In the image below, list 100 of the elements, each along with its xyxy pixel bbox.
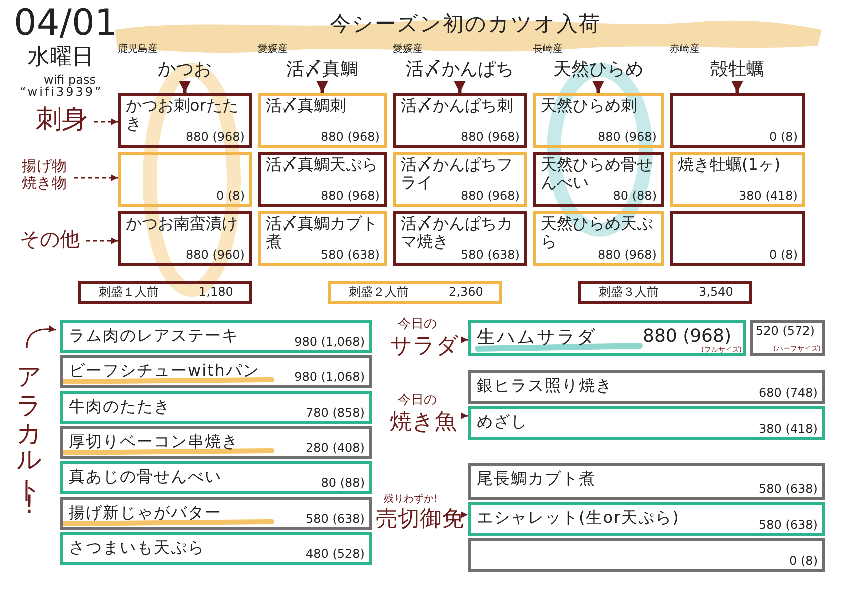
- price: 780 (858): [306, 406, 365, 420]
- menu-cell: [670, 93, 805, 148]
- menu-item-box: [468, 320, 746, 356]
- row-label: 揚げ物焼き物: [22, 158, 70, 192]
- dish-name: かつお刺orたたき: [126, 97, 238, 132]
- origin-label: 愛媛産: [258, 44, 288, 55]
- dish-name: さつまいも天ぷら: [69, 539, 205, 557]
- menu-cell: [670, 152, 805, 207]
- menu-cell: [258, 152, 387, 207]
- arrow: [454, 81, 466, 93]
- platter-name: 刺盛２人前: [349, 286, 409, 300]
- tag-text: 今日の: [398, 394, 437, 408]
- price: 520 (572): [756, 325, 815, 338]
- origin-label: 長崎産: [533, 44, 563, 55]
- price: 880 (968): [461, 130, 520, 144]
- menu-cell: [393, 93, 527, 148]
- menu-item-box: [60, 532, 372, 565]
- fish-name: かつお: [158, 60, 212, 80]
- title: 今シーズン初のカツオ入荷: [330, 11, 601, 38]
- price: 280 (408): [306, 442, 365, 455]
- price: 380 (418): [759, 422, 818, 436]
- dish-name: ビーフシチューwithパン: [69, 362, 260, 380]
- wifi-label: wifi pass: [44, 74, 96, 87]
- menu-cell: [393, 152, 527, 207]
- fish-name: 活〆真鯛: [286, 60, 358, 80]
- origin-label: 鹿児島産: [118, 44, 158, 55]
- fish-name: 殻牡蠣: [710, 60, 764, 80]
- dish-name: 活〆かんぱち刺: [401, 97, 514, 115]
- row-label: 刺身: [36, 106, 90, 136]
- origin-label: 愛媛産: [393, 44, 423, 55]
- arrow: [732, 81, 744, 93]
- menu-item-box: [60, 355, 372, 388]
- dish-name: 銀ヒラス照り焼き: [477, 377, 613, 395]
- dish-name: 真あじの骨せんべい: [69, 468, 222, 486]
- dish-name: めざし: [477, 413, 528, 431]
- arrow: [86, 238, 118, 244]
- tag-text: サラダ: [390, 335, 459, 360]
- menu-item-box: [60, 461, 372, 494]
- dish-name: 活〆かんぱちフライ: [401, 156, 513, 192]
- dish-name: 天然ひらめ刺: [541, 97, 638, 115]
- dish-name: 天然ひらめ骨せんべい: [541, 156, 653, 192]
- dish-name: 揚げ新じゃがバター: [69, 504, 222, 522]
- tag-text: 売切御免: [376, 508, 464, 532]
- dish-name: 尾長鯛カブト煮: [477, 470, 596, 488]
- price: 0 (8): [216, 190, 245, 203]
- arrow: [26, 326, 56, 348]
- arrow: [94, 118, 118, 126]
- price: 880 (968): [598, 248, 657, 262]
- price: 580 (638): [759, 482, 818, 496]
- dish-name: 牛肉のたたき: [69, 398, 171, 416]
- menu-item-box: [468, 370, 825, 404]
- menu-cell: [533, 93, 664, 148]
- dish-name: かつお南蛮漬け: [126, 215, 239, 233]
- menu-cell: [118, 152, 252, 207]
- price: 80 (88): [321, 476, 365, 490]
- fish-name: 天然ひらめ: [554, 60, 644, 80]
- arrow: [316, 81, 328, 93]
- menu-item-box: [60, 497, 372, 530]
- price: 580 (638): [759, 518, 818, 532]
- price: 880 (960): [186, 248, 245, 262]
- price: 880 (968): [321, 190, 380, 203]
- price: 580 (638): [306, 512, 365, 526]
- tag-text: 焼き魚: [390, 411, 457, 436]
- price: 580 (638): [461, 248, 520, 262]
- dish-name: 厚切りベーコン串焼き: [69, 433, 239, 451]
- price: 980 (1,068): [294, 370, 365, 384]
- menu-item-box: [60, 426, 372, 459]
- price: 380 (418): [739, 190, 798, 203]
- price: 480 (528): [306, 548, 365, 561]
- price: 880 (968): [186, 130, 245, 144]
- dish-name: 焼き牡蠣(1ヶ): [678, 156, 782, 174]
- tag-text: 今日の: [398, 318, 437, 332]
- dish-name: ラム肉のレアステーキ: [69, 327, 239, 345]
- dish-name: 天然ひらめ天ぷら: [541, 215, 653, 250]
- menu-cell: [118, 93, 252, 148]
- dish-name: 活〆かんぱちカマ焼き: [401, 215, 513, 250]
- menu-item-box: [750, 320, 825, 356]
- price: 880 (968): [461, 190, 520, 203]
- menu-cell: [670, 211, 805, 266]
- tag-text: 残りわずか!: [384, 494, 438, 505]
- price: 880 (968): [643, 327, 732, 347]
- platter-box: [78, 281, 252, 304]
- dish-name: 活〆真鯛天ぷら: [266, 156, 379, 174]
- price: 80 (88): [613, 190, 657, 203]
- price: 1,180: [199, 286, 234, 300]
- arrow: [74, 174, 118, 182]
- menu-item-box: [60, 320, 372, 353]
- dish-name: 活〆真鯛刺: [266, 97, 347, 115]
- weekday-text: 水曜日: [28, 46, 94, 70]
- menu-cell: [258, 211, 387, 266]
- origin-label: 赤崎産: [670, 44, 700, 55]
- arrow: [461, 412, 468, 420]
- menu-item-box: [468, 463, 825, 500]
- platter-name: 刺盛３人前: [599, 286, 659, 300]
- arrow: [461, 336, 468, 344]
- platter-box: [578, 281, 752, 304]
- price: 980 (1,068): [294, 336, 365, 349]
- price: 0 (8): [770, 130, 798, 144]
- price: 880 (968): [321, 130, 380, 144]
- menu-cell: [118, 211, 252, 266]
